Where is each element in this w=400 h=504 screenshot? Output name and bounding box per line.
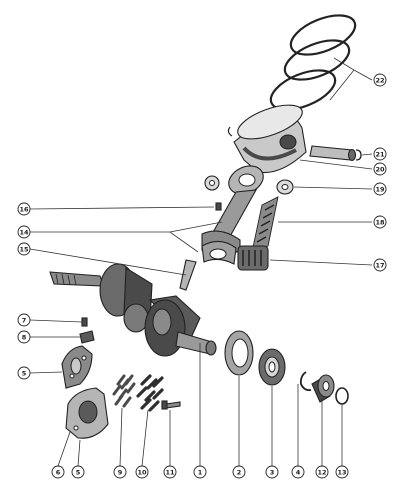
sleeve-bearing (311, 374, 335, 403)
callout-19: 19 (373, 182, 387, 196)
needle-bearing-cage (251, 196, 279, 253)
callout-12: 12 (315, 465, 329, 479)
svg-text:2: 2 (237, 469, 242, 477)
callout-21: 21 (373, 147, 387, 161)
svg-text:5: 5 (76, 469, 81, 477)
callout-6: 6 (51, 465, 65, 479)
o-ring (335, 387, 349, 405)
callout-16: 16 (17, 202, 31, 216)
svg-text:10: 10 (137, 469, 147, 477)
callout-17: 17 (373, 258, 387, 272)
svg-text:19: 19 (375, 186, 385, 194)
roller-bearing (224, 330, 254, 376)
rod-bolt (215, 202, 222, 211)
lower-main-bearing-half (65, 387, 109, 439)
callout-8: 8 (17, 330, 31, 344)
center-main-screw (81, 317, 88, 327)
wrist-pin-retainer (355, 149, 362, 161)
callout-5-upper: 5 (17, 366, 31, 380)
svg-text:22: 22 (375, 77, 384, 85)
wrist-pin (309, 145, 357, 162)
needle-rollers-set (112, 374, 136, 408)
callout-13: 13 (335, 465, 349, 479)
ball-bearing (258, 348, 286, 386)
svg-text:9: 9 (118, 469, 123, 477)
callout-10: 10 (135, 465, 149, 479)
svg-text:16: 16 (19, 206, 29, 214)
locating-plate (79, 330, 95, 344)
leader-lines (29, 57, 373, 467)
callout-2: 2 (232, 465, 246, 479)
upper-main-bearing-half (61, 345, 93, 389)
svg-text:15: 15 (19, 246, 29, 254)
svg-text:1: 1 (198, 469, 203, 477)
svg-text:18: 18 (375, 219, 385, 227)
needle-retainer-set (136, 374, 164, 412)
piston-rings (269, 14, 357, 111)
lower-needle-bearing (237, 245, 269, 271)
callout-7: 7 (17, 313, 31, 327)
callout-22: 22 (373, 73, 387, 87)
thrust-washer (276, 179, 294, 195)
svg-text:6: 6 (56, 469, 61, 477)
callout-11: 11 (163, 465, 177, 479)
svg-text:12: 12 (317, 469, 326, 477)
svg-text:8: 8 (22, 334, 27, 342)
callout-5-lower: 5 (71, 465, 85, 479)
retaining-ring (299, 371, 312, 392)
svg-text:11: 11 (165, 469, 175, 477)
callout-4: 4 (291, 465, 305, 479)
svg-text:21: 21 (375, 151, 385, 159)
upper-washer (204, 175, 220, 191)
svg-text:13: 13 (337, 469, 346, 477)
svg-text:5: 5 (22, 370, 27, 378)
svg-text:17: 17 (375, 262, 384, 270)
svg-text:14: 14 (19, 229, 29, 237)
callout-20: 20 (373, 162, 387, 176)
bearing-screw (161, 400, 181, 410)
callout-9: 9 (113, 465, 127, 479)
svg-text:20: 20 (375, 166, 385, 174)
svg-text:3: 3 (270, 469, 275, 477)
rod-cap (201, 240, 237, 265)
crankshaft (49, 263, 217, 357)
callout-3: 3 (265, 465, 279, 479)
svg-text:7: 7 (22, 317, 27, 325)
callout-15: 15 (17, 242, 31, 256)
svg-text:4: 4 (296, 469, 301, 477)
rod-cap-screw (179, 259, 197, 291)
piston (227, 104, 307, 174)
callout-14: 14 (17, 225, 31, 239)
callout-18: 18 (373, 215, 387, 229)
callout-1: 1 (193, 465, 207, 479)
